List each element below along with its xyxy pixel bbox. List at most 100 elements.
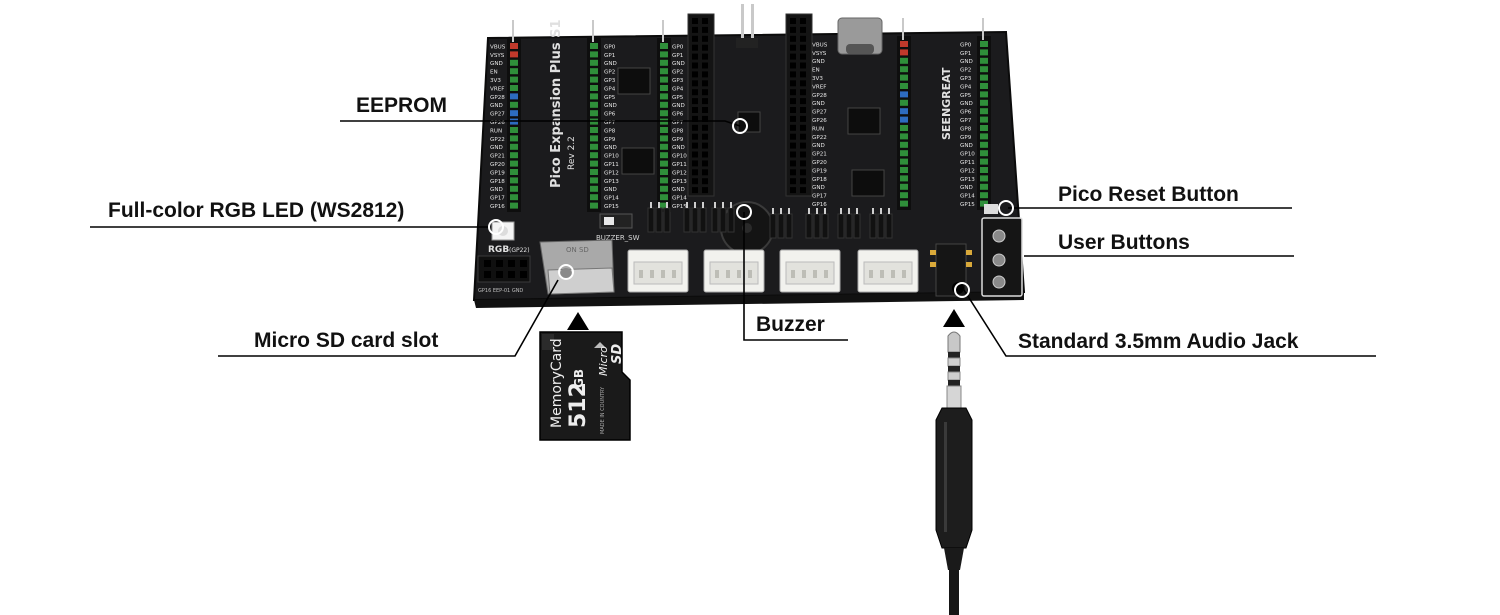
pin-label: GP12	[960, 168, 975, 174]
header-pin	[590, 194, 598, 201]
pin-label: GP6	[672, 112, 684, 118]
header-pin	[590, 160, 598, 167]
pin-columns: VBUSVSYSGNDEN3V3VREFGP28GNDGP27GP26RUNGP…	[490, 18, 991, 212]
pin-label: GP6	[960, 110, 972, 116]
header-pin	[980, 74, 988, 81]
sd-card-made-in: MADE IN COUNTRY	[600, 386, 606, 434]
header-pin	[980, 125, 988, 131]
pin-label: GND	[604, 145, 617, 151]
pin-label: GND	[490, 103, 503, 109]
header-pin	[590, 177, 598, 184]
pin-label: GP15	[960, 202, 975, 208]
audio-jack-leader	[963, 289, 1376, 357]
grove-connectors	[627, 249, 919, 293]
header-pin	[510, 85, 518, 91]
pin-label: GP12	[604, 170, 619, 176]
header-pin	[590, 143, 598, 150]
header-pin	[510, 152, 518, 159]
pin-label: GP16	[812, 202, 827, 208]
pin-label: GP14	[672, 196, 687, 202]
header-pin	[510, 160, 518, 167]
pin-label: GP15	[604, 204, 619, 210]
header-pin	[900, 192, 908, 199]
pin-label: VREF	[490, 86, 504, 92]
pin-label: GP10	[672, 154, 687, 160]
pin-label: GP4	[960, 84, 972, 90]
pin-label: GP9	[672, 137, 684, 143]
header-pin	[900, 175, 908, 182]
header-pin	[980, 99, 988, 106]
pin-label: GP27	[812, 110, 827, 116]
pin-label: GP10	[960, 152, 975, 158]
audio-jack-label: Standard 3.5mm Audio Jack	[1018, 330, 1299, 353]
pin-label: GP2	[960, 68, 971, 74]
pin-label: GND	[490, 61, 503, 67]
pin-label: GP13	[672, 179, 687, 185]
pin-label: GP15	[672, 204, 687, 210]
header-pin	[590, 127, 598, 133]
buzzer-switch-label: BUZZER_SW	[596, 234, 640, 242]
header-pin	[510, 43, 518, 49]
header-pin	[900, 74, 908, 81]
pin-label: GP10	[604, 154, 619, 160]
pin-label: GND	[604, 61, 617, 67]
audio-jack-socket	[930, 243, 972, 297]
header-pin	[660, 110, 668, 117]
usb-c-connector	[837, 17, 883, 55]
pin-label: GP8	[672, 128, 684, 134]
pin-label: GP5	[960, 93, 972, 99]
board-brand: SEENGREAT	[940, 67, 953, 140]
pin-label: GP19	[490, 170, 505, 176]
right-inner-pin-column: VBUSVSYSGNDEN3V3VREFGP28GNDGP27GP26RUNGP…	[812, 18, 911, 210]
sd-slot-marking: ON SD	[566, 246, 589, 254]
pin-label: GP2	[672, 70, 683, 76]
pin-label: GP13	[960, 177, 975, 183]
header-pin	[510, 169, 518, 175]
header-pin	[510, 127, 518, 133]
pin-label: GP11	[960, 160, 975, 166]
header-pin	[900, 83, 908, 89]
pin-label: GND	[960, 143, 973, 149]
header-pin	[900, 41, 908, 47]
header-pin	[590, 169, 598, 175]
pin-label: GP1	[604, 53, 616, 59]
header-pin	[900, 57, 908, 64]
pin-label: GP9	[604, 137, 616, 143]
sd-card-capacity: 512	[566, 382, 591, 428]
sd-slot-leader	[218, 279, 559, 357]
pin-label: EN	[812, 68, 820, 74]
header-pin	[980, 167, 988, 173]
pin-label: GP20	[490, 162, 505, 168]
header-pin	[660, 185, 668, 192]
pin-label: 3V3	[812, 76, 823, 82]
header-pin	[900, 200, 908, 207]
pin-label: GP27	[490, 112, 505, 118]
header-pin	[660, 101, 668, 108]
pin-label: GP2	[604, 70, 615, 76]
header-pin	[590, 185, 598, 192]
pin-label: GP13	[604, 179, 619, 185]
pin-label: GND	[672, 145, 685, 151]
header-pin	[980, 150, 988, 157]
header-pin	[510, 76, 518, 83]
header-pin	[980, 83, 988, 89]
pin-label: GND	[604, 103, 617, 109]
header-pin	[980, 200, 988, 207]
header-pin	[900, 66, 908, 73]
pin-label: GP14	[960, 194, 975, 200]
pin-label: GP8	[604, 128, 616, 134]
header-pin	[980, 175, 988, 182]
pin-label: GP0	[672, 44, 684, 50]
pin-label: EN	[490, 70, 498, 76]
pin-label: RUN	[490, 128, 502, 134]
header-pin	[980, 158, 988, 165]
pin-label: GP7	[672, 120, 684, 126]
reset-button	[984, 204, 998, 214]
header-pin	[590, 85, 598, 91]
pin-label: GP22	[812, 135, 827, 141]
header-pin	[590, 43, 598, 49]
header-pin	[510, 101, 518, 108]
pin-label: GND	[604, 187, 617, 193]
pin-label: GND	[812, 59, 825, 65]
